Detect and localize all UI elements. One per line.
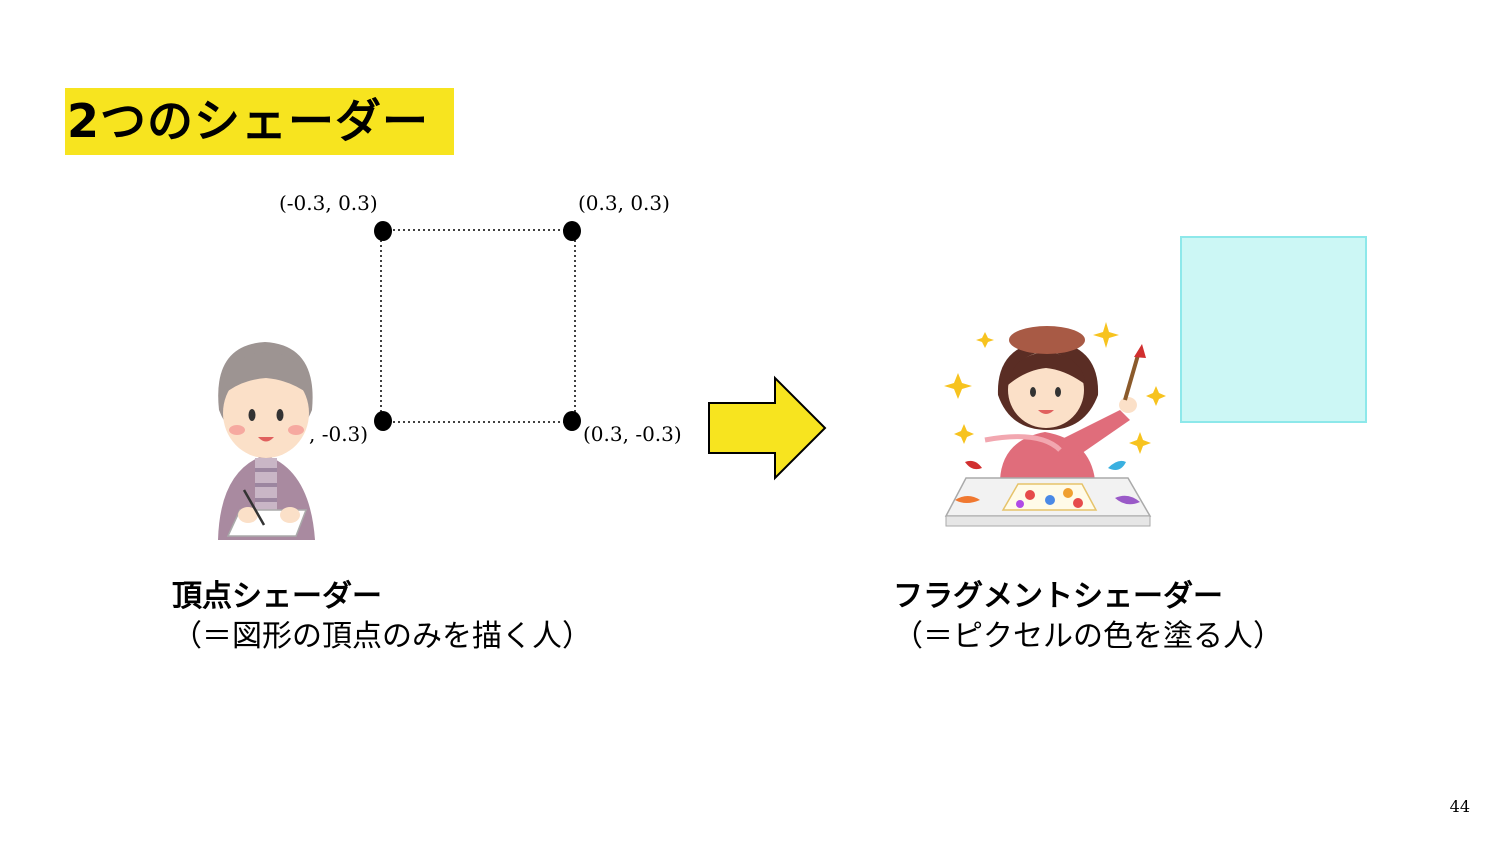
vertex-dot-bottom-right [563, 411, 581, 431]
elderly-woman-drawing-illustration [218, 342, 315, 540]
fragment-shader-description: （＝ピクセルの色を塗る人） [893, 619, 1283, 654]
vertex-label-top-right: (0.3, 0.3) [578, 191, 670, 215]
fragment-shader-name: フラグメントシェーダー [893, 579, 1223, 614]
page-number: 44 [1449, 797, 1470, 816]
vertex-dot-bottom-left [374, 411, 392, 431]
fragment-shader-label: フラグメントシェーダー （＝ピクセルの色を塗る人） [893, 577, 1283, 657]
vertex-shader-label: 頂点シェーダー （＝図形の頂点のみを描く人） [172, 577, 592, 657]
vertex-label-bottom-right: (0.3, -0.3) [583, 422, 682, 446]
right-arrow-icon [708, 375, 827, 481]
filled-pixels-square [1180, 236, 1367, 423]
vertex-dot-top-left [374, 221, 392, 241]
vertex-square [380, 229, 576, 423]
vertex-label-bottom-left: , -0.3) [309, 422, 369, 446]
vertex-shader-name: 頂点シェーダー [172, 579, 382, 614]
vertex-shader-description: （＝図形の頂点のみを描く人） [172, 619, 592, 654]
artist-girl-painting-illustration [944, 322, 1166, 527]
vertex-dot-top-right [563, 221, 581, 241]
slide-title: 2つのシェーダー [65, 88, 454, 155]
vertex-label-top-left: (-0.3, 0.3) [279, 191, 378, 215]
